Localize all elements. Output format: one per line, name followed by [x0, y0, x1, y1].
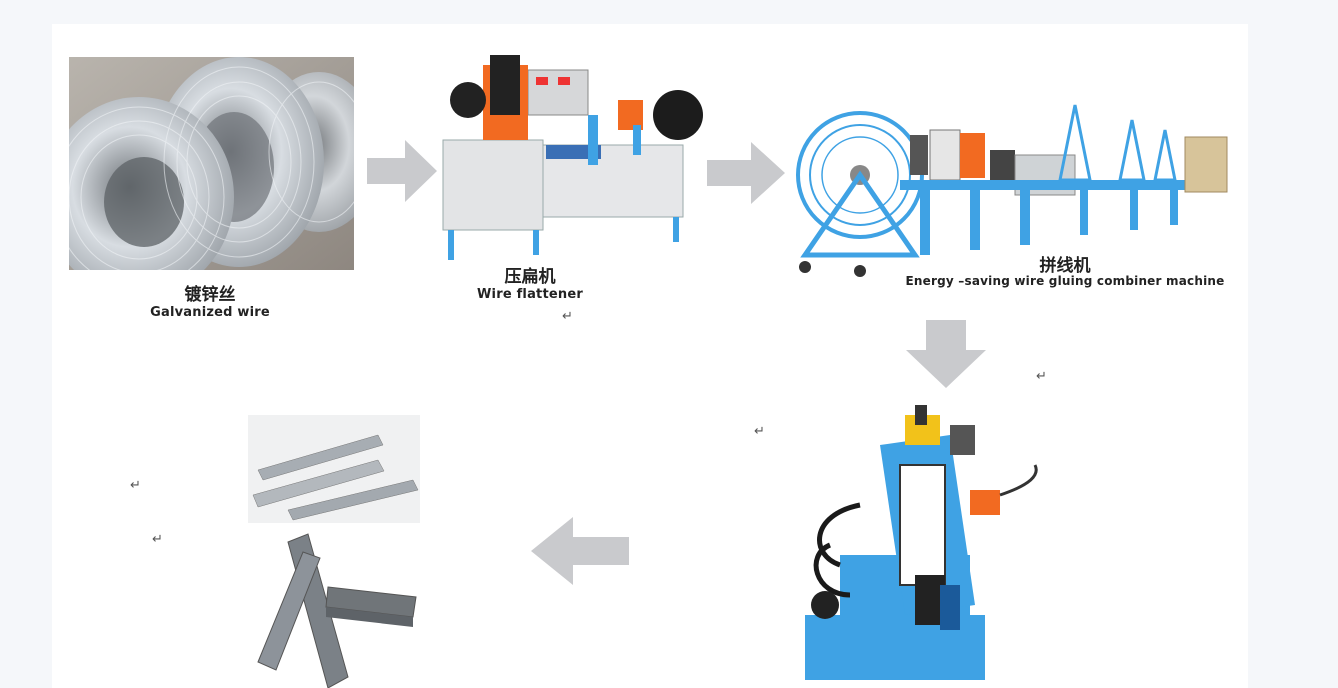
- wire-flattener-machine-photo: [438, 45, 703, 260]
- step-3-title-en: Energy –saving wire gluing combiner mach…: [905, 274, 1225, 288]
- wire-gluing-combiner-photo: [790, 95, 1230, 285]
- step-1-title-cn: 镀锌丝: [184, 285, 236, 305]
- return-mark-4: ↵: [130, 478, 141, 493]
- flow-arrow-down: [906, 320, 986, 388]
- return-mark-3: ↵: [754, 424, 765, 439]
- staples-closeup-photo: [248, 532, 420, 688]
- step-2-caption: 压扁机 Wire flattener: [450, 267, 610, 303]
- return-mark-2: ↵: [1036, 369, 1047, 384]
- flow-arrow-left: [531, 517, 629, 585]
- step-3-title-cn: 拼线机: [1039, 256, 1091, 276]
- step-1-caption: 镀锌丝 Galvanized wire: [130, 285, 290, 321]
- staples-strip-photo: [248, 415, 420, 523]
- step-1-title-en: Galvanized wire: [150, 305, 270, 320]
- galvanized-wire-photo: [69, 57, 354, 270]
- staple-forming-machine-photo: [800, 405, 1050, 688]
- flow-arrow-right-2: [707, 142, 785, 204]
- return-mark-5: ↵: [152, 532, 163, 547]
- step-2-title-cn: 压扁机: [504, 267, 556, 287]
- return-mark-1: ↵: [562, 309, 573, 324]
- step-2-title-en: Wire flattener: [477, 287, 583, 302]
- step-3-caption: 拼线机 Energy –saving wire gluing combiner …: [900, 256, 1230, 289]
- flow-arrow-right-1: [367, 140, 437, 202]
